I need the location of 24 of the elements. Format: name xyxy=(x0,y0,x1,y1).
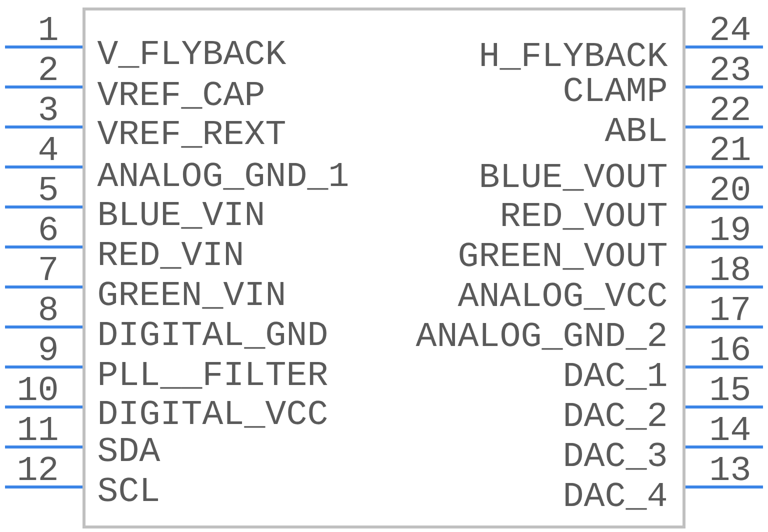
pin-name: GREEN_VOUT xyxy=(460,242,666,270)
pin-name: VREF_CAP xyxy=(97,82,264,109)
pin-name: RED_VIN xyxy=(100,242,242,269)
pin-name: RED_VOUT xyxy=(502,202,666,230)
pin-name: ANALOG_GND_2 xyxy=(416,322,666,350)
pin-name: SDA xyxy=(98,438,160,462)
pin-name: PLL__FILTER xyxy=(100,362,328,389)
pin-name: VREF_REXT xyxy=(97,120,285,148)
pin-name: CLAMP xyxy=(564,78,666,102)
pin-name: SCL xyxy=(98,478,158,502)
pin-name: DAC_1 xyxy=(566,362,666,390)
pin-name: GREEN_VIN xyxy=(99,282,284,309)
pin-name: DIGITAL_GND xyxy=(100,322,326,349)
pin-name: ABL xyxy=(604,118,666,141)
pin-name: V_FLYBACK xyxy=(97,40,286,68)
pin-name: ANALOG_GND_1 xyxy=(97,162,348,190)
pin-name: ANALOG_VCC xyxy=(458,282,666,310)
pin-name: BLUE_VIN xyxy=(100,202,262,229)
pin-name: DAC_3 xyxy=(566,442,666,470)
pin-name: BLUE_VOUT xyxy=(482,164,666,191)
pin-name: DAC_2 xyxy=(566,402,666,430)
pin-name: DAC_4 xyxy=(566,482,666,510)
pin-name: DIGITAL_VCC xyxy=(100,400,327,428)
pin-name: H_FLYBACK xyxy=(482,42,668,70)
